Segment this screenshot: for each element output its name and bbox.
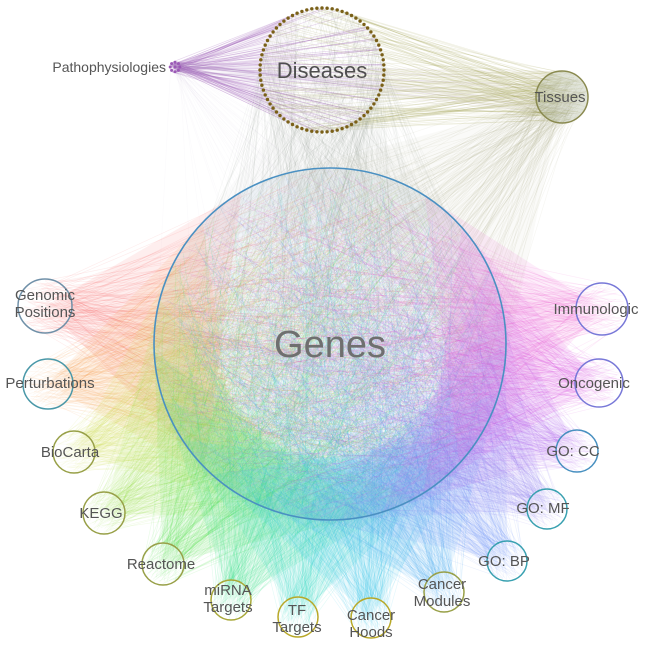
node-label-oncogenic: Oncogenic xyxy=(558,375,630,392)
node-cancer-hoods[interactable] xyxy=(350,597,392,639)
node-genomic-positions[interactable] xyxy=(17,278,73,334)
node-label-diseases: Diseases xyxy=(277,58,367,83)
edge-fan-tissues-genes xyxy=(157,72,588,519)
edge-fan-reactome-genes xyxy=(142,170,494,586)
node-label-genes: Genes xyxy=(274,324,386,366)
edge-fan-cancer-hoods-genes xyxy=(157,174,491,638)
edge-fan-mirna-targets-genes xyxy=(158,177,499,620)
edge-fan-tf-targets-genes xyxy=(173,182,505,636)
edge-fan-diseases-tissues xyxy=(259,7,587,133)
node-oncogenic[interactable] xyxy=(574,358,624,408)
node-biocarta[interactable] xyxy=(52,430,96,474)
node-label-go-bp: GO: BP xyxy=(478,553,530,570)
node-label-perturbations: Perturbations xyxy=(5,375,94,392)
node-label-go-cc: GO: CC xyxy=(546,443,600,460)
node-cancer-modules[interactable] xyxy=(423,571,465,613)
node-label-reactome: Reactome xyxy=(127,556,195,573)
edge-fan-genomic-positions-genes xyxy=(19,170,502,518)
edge-fan-immunologic-genes xyxy=(156,174,625,514)
node-go-cc[interactable] xyxy=(555,429,599,473)
node-kegg[interactable] xyxy=(82,491,126,535)
edge-fan-kegg-genes xyxy=(84,183,487,535)
node-perturbations[interactable] xyxy=(22,358,74,410)
edge-fan-biocarta-genes xyxy=(53,174,502,513)
node-diseases[interactable] xyxy=(258,6,386,134)
node-label-biocarta: BioCarta xyxy=(41,444,100,461)
edge-fan-go-mf-genes xyxy=(165,169,567,530)
node-mirna-targets[interactable] xyxy=(210,579,252,621)
edge-fan-pathophysiologies-tissues xyxy=(170,61,586,123)
node-go-bp[interactable] xyxy=(486,540,528,582)
node-go-mf[interactable] xyxy=(526,488,568,530)
node-tf-targets[interactable] xyxy=(277,596,319,638)
node-genes[interactable] xyxy=(153,167,507,521)
node-label-kegg: KEGG xyxy=(79,505,122,522)
edge-fan-go-bp-genes xyxy=(158,175,527,581)
node-pathophysiologies[interactable] xyxy=(168,60,182,74)
node-label-immunologic: Immunologic xyxy=(553,301,639,318)
edge-fan-perturbations-genes xyxy=(23,170,492,516)
edge-fan-diseases-genes xyxy=(165,7,503,514)
edge-fan-go-cc-genes xyxy=(155,169,598,516)
node-label-tissues: Tissues xyxy=(534,89,585,106)
node-label-go-mf: GO: MF xyxy=(516,500,569,517)
node-reactome[interactable] xyxy=(141,542,185,586)
node-tissues[interactable] xyxy=(535,70,589,124)
node-label-pathophysiologies: Pathophysiologies xyxy=(52,59,166,75)
edge-fan-oncogenic-genes xyxy=(163,176,623,518)
edge-fan-cancer-modules-genes xyxy=(163,176,500,611)
node-immunologic[interactable] xyxy=(575,282,629,336)
genes-circle-fill xyxy=(154,168,506,520)
